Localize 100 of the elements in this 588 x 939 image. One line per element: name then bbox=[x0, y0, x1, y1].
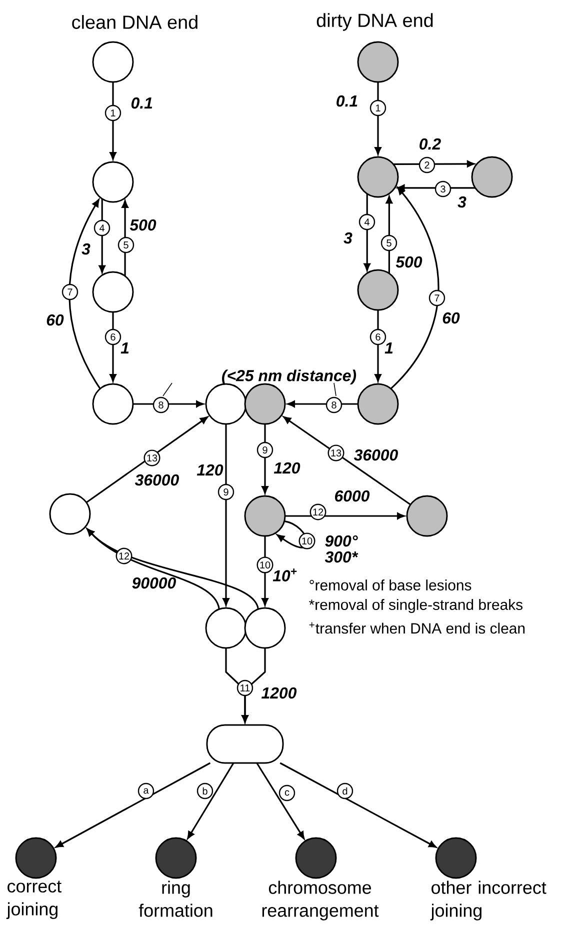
footnote: °removal of base lesions bbox=[310, 580, 472, 590]
arrow bbox=[256, 762, 305, 840]
step-number: 3 bbox=[434, 180, 452, 198]
step-number: 6 bbox=[104, 328, 122, 346]
step-number: 8 bbox=[152, 396, 170, 414]
arrow bbox=[133, 400, 204, 408]
arrow bbox=[110, 82, 116, 160]
rate-label: 0.2 bbox=[420, 138, 441, 150]
outcome-label: ring formation bbox=[138, 880, 212, 917]
state-circle bbox=[92, 383, 134, 425]
rate-label: 500 bbox=[130, 219, 156, 231]
rate-label: 120 bbox=[196, 464, 224, 476]
step-number: 9 bbox=[256, 442, 274, 458]
rate-label: 6000 bbox=[335, 490, 370, 502]
outcome-label: other incorrect joining bbox=[430, 880, 546, 920]
rate-label: 60 bbox=[46, 314, 64, 326]
rate-label: 3 bbox=[458, 196, 466, 208]
state-circle bbox=[49, 493, 91, 535]
step-number: 5 bbox=[380, 234, 398, 252]
state-circle bbox=[244, 383, 286, 425]
step-number: b bbox=[196, 782, 214, 800]
arrow bbox=[393, 160, 475, 168]
step-number: 12 bbox=[310, 504, 326, 520]
outcome-label: chromosome rearrangement bbox=[262, 880, 379, 920]
rate-label: 0.1 bbox=[336, 95, 358, 107]
rate-label: 1 bbox=[120, 342, 129, 354]
column-heading: clean DNA end bbox=[72, 15, 198, 29]
arrow bbox=[397, 184, 476, 192]
arrow bbox=[287, 400, 358, 408]
step-number: 5 bbox=[118, 236, 134, 254]
arrow bbox=[110, 312, 116, 382]
state-circle bbox=[244, 607, 286, 649]
step-number: d bbox=[336, 782, 354, 800]
outcome-label: correct joining bbox=[6, 880, 62, 920]
step-number: 12 bbox=[116, 548, 132, 564]
arrow bbox=[262, 536, 268, 606]
step-number: 8 bbox=[326, 396, 342, 414]
rate-label: 60 bbox=[442, 312, 460, 324]
step-number: 7 bbox=[428, 290, 446, 306]
arrow bbox=[285, 512, 405, 520]
state-circle bbox=[357, 156, 399, 198]
rate-label: 36000 bbox=[354, 449, 398, 461]
step-number: 4 bbox=[358, 214, 376, 230]
state-circle bbox=[357, 383, 399, 425]
state-circle bbox=[92, 271, 134, 313]
arrow bbox=[390, 187, 440, 390]
footnote: *removal of single-strand breaks bbox=[309, 599, 522, 613]
step-number: 13 bbox=[144, 450, 160, 466]
step-number: 10 bbox=[256, 556, 274, 574]
footnote: $^{+}$transfer when DNA end is clean bbox=[309, 622, 525, 634]
rate-label: 900° bbox=[325, 535, 358, 547]
arrow bbox=[86, 528, 259, 610]
arrow bbox=[222, 424, 230, 606]
complex-box bbox=[206, 724, 284, 764]
state-circle bbox=[406, 495, 448, 537]
step-number: 2 bbox=[418, 156, 436, 174]
rate-label: 90000 bbox=[132, 577, 176, 589]
arrow bbox=[374, 82, 382, 155]
step-number: 6 bbox=[370, 328, 386, 346]
step-number: 1 bbox=[104, 104, 122, 122]
arrow bbox=[364, 194, 370, 271]
rate-label: 3 bbox=[82, 243, 90, 255]
arrow bbox=[55, 762, 211, 848]
arrow bbox=[187, 762, 234, 840]
step-number: 4 bbox=[94, 220, 110, 236]
rate-label: 10$^{+}$ bbox=[272, 568, 297, 582]
rate-label: 500 bbox=[396, 256, 422, 268]
column-heading: dirty DNA end bbox=[316, 13, 433, 31]
arrow bbox=[68, 199, 101, 390]
arrow bbox=[98, 198, 106, 273]
step-number: 7 bbox=[62, 284, 78, 300]
distance-note: (<25 nm distance) bbox=[222, 370, 356, 384]
state-circle bbox=[244, 495, 286, 537]
step-number: 13 bbox=[328, 444, 344, 462]
rate-label: 1200 bbox=[262, 687, 297, 699]
step-number: 9 bbox=[218, 484, 234, 500]
step-number: a bbox=[138, 782, 154, 800]
arrow bbox=[283, 416, 411, 506]
state-circle bbox=[205, 607, 247, 649]
arrow bbox=[242, 648, 266, 723]
state-circle bbox=[471, 156, 513, 198]
arrow bbox=[386, 196, 393, 274]
arrow bbox=[374, 310, 382, 382]
rate-label: 36000 bbox=[134, 474, 179, 486]
step-number: 1 bbox=[370, 100, 386, 116]
rate-label: 0.1 bbox=[131, 97, 152, 109]
arrow bbox=[280, 762, 436, 848]
step-number: 10 bbox=[298, 532, 316, 550]
arrow bbox=[86, 416, 208, 504]
rate-label: 300* bbox=[324, 551, 358, 563]
arrow bbox=[122, 200, 128, 276]
rate-label: 120 bbox=[274, 462, 300, 474]
step-number: 11 bbox=[236, 680, 254, 696]
rate-label: 3 bbox=[344, 232, 352, 244]
state-circle bbox=[92, 161, 134, 203]
state-circle bbox=[205, 383, 247, 425]
step-number: c bbox=[278, 784, 296, 802]
state-circle bbox=[357, 269, 399, 311]
rate-label: 1 bbox=[384, 342, 393, 354]
arrow bbox=[262, 424, 268, 494]
